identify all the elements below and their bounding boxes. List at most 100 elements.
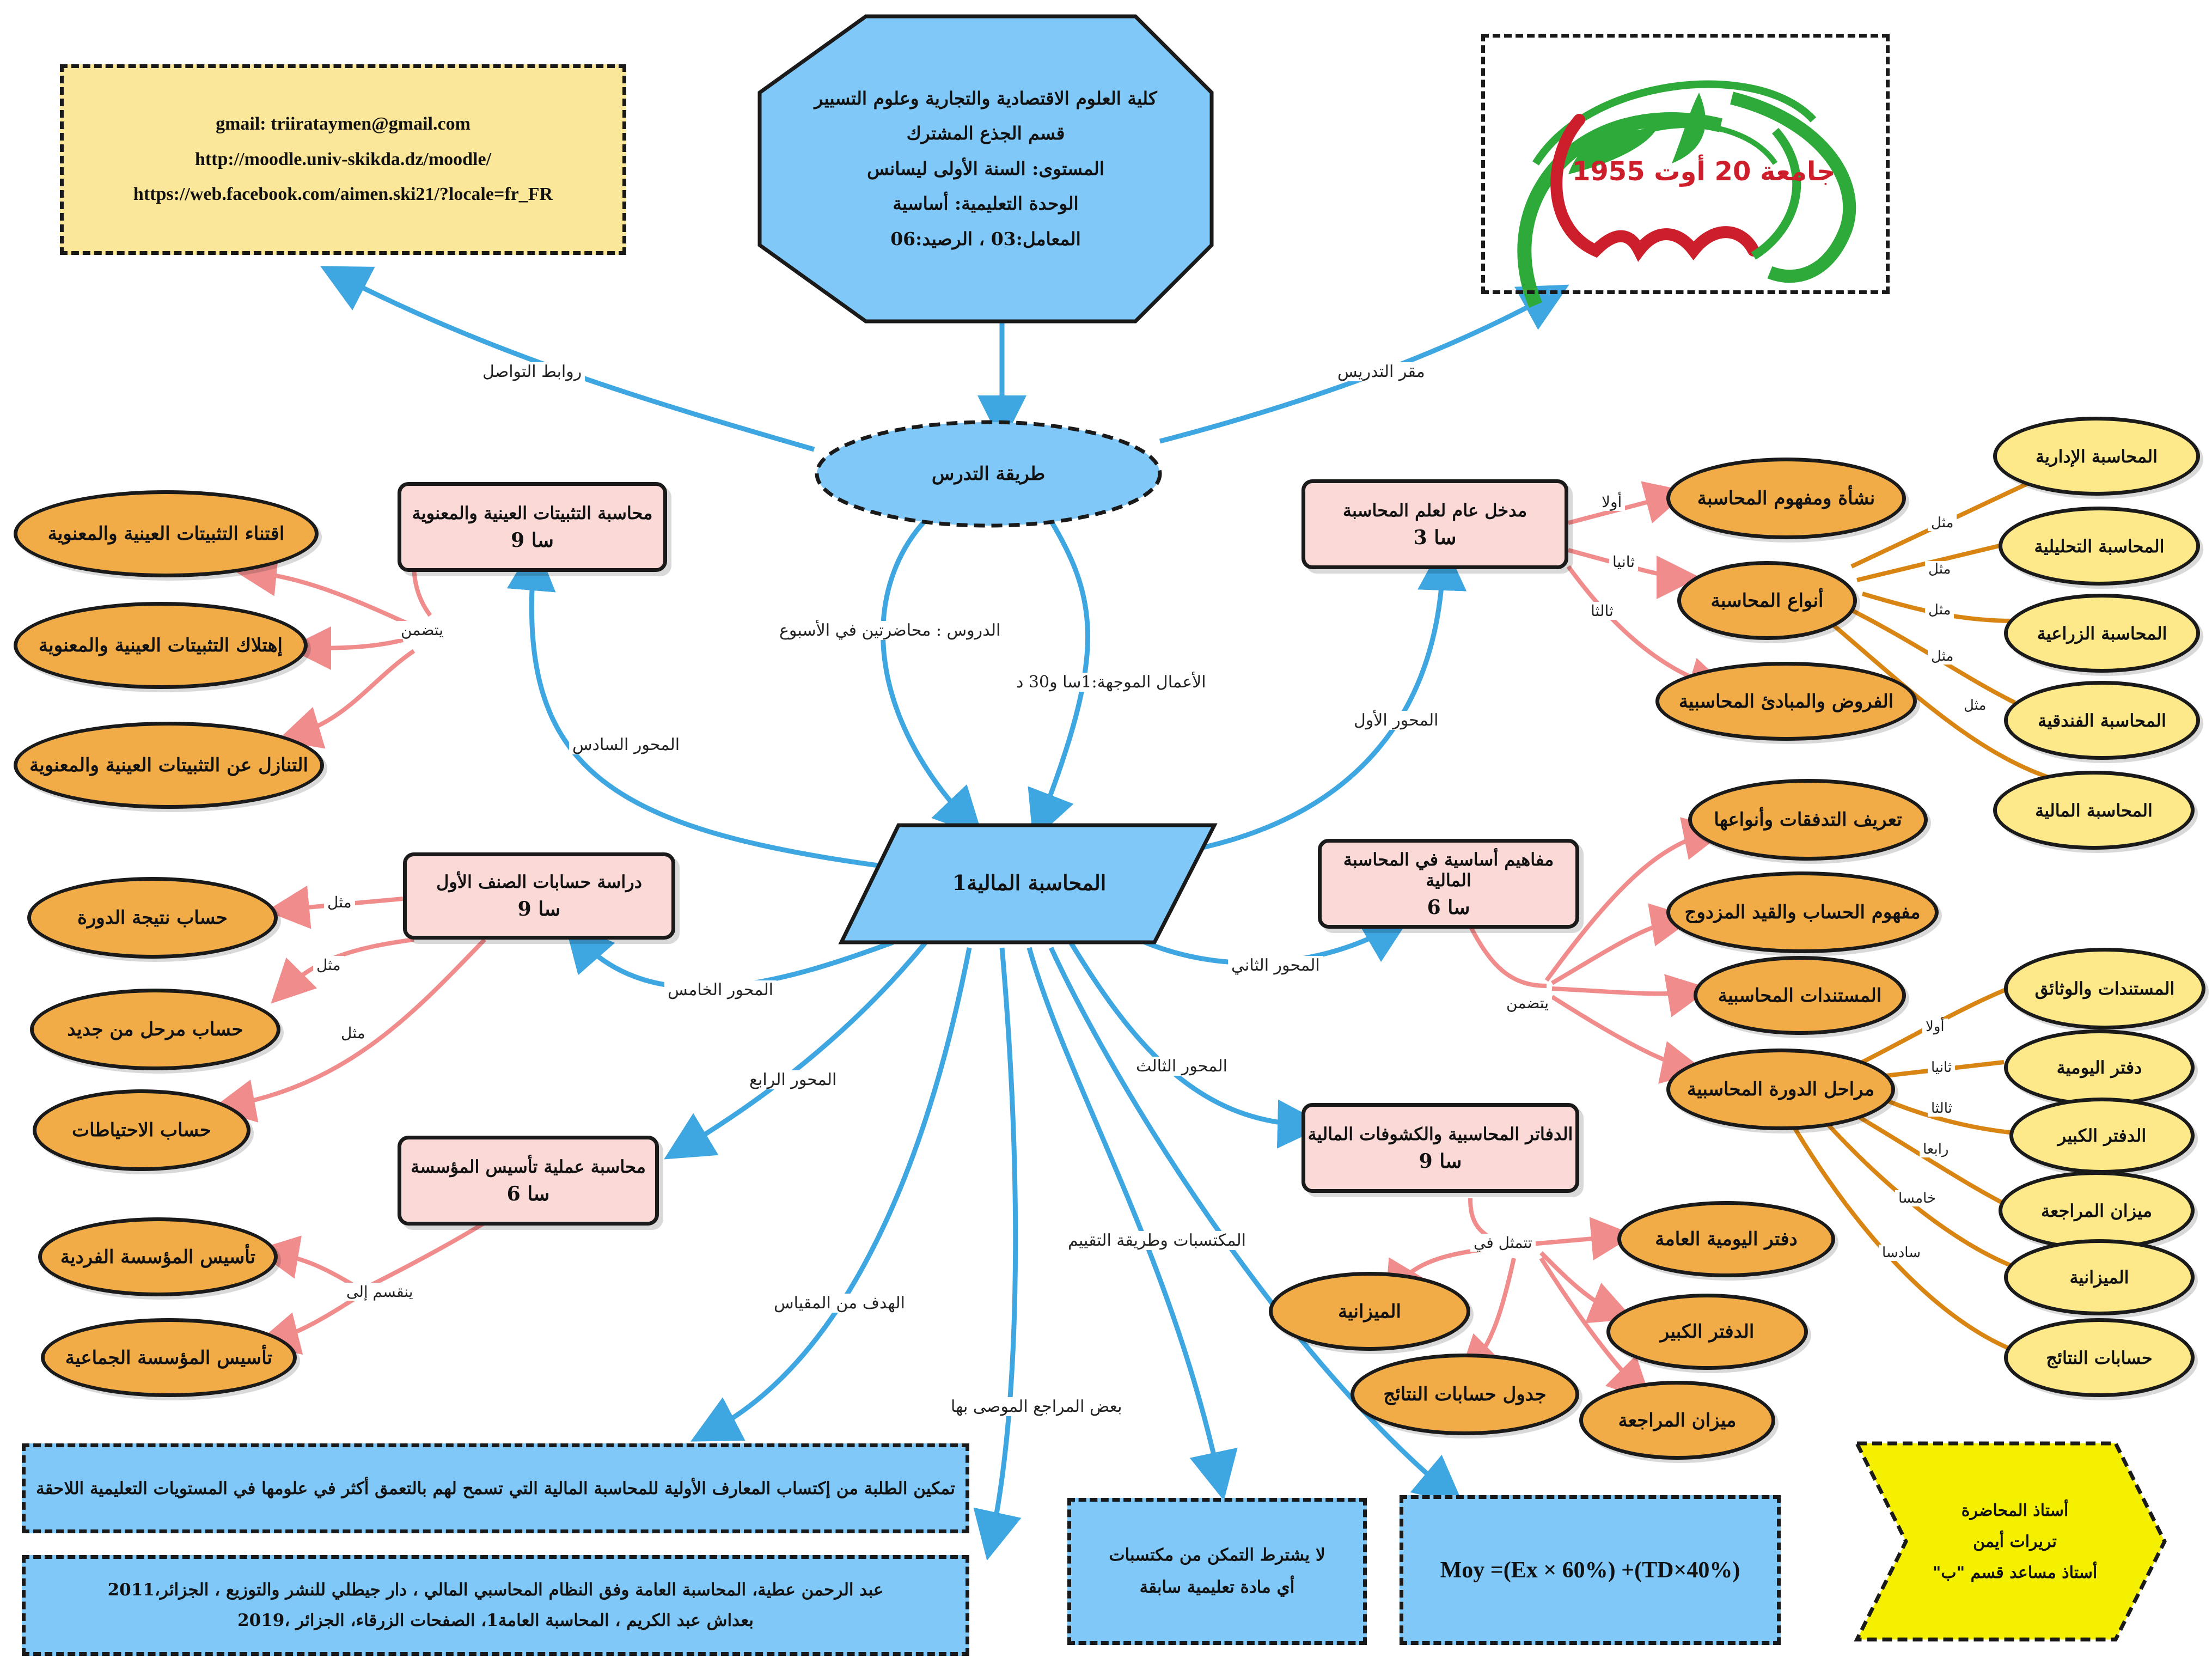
axis4-title: محاسبة عملية تأسيس المؤسسة <box>411 1156 646 1177</box>
label-prereq-eval: المكتسبات وطريقة التقييم <box>1065 1231 1250 1250</box>
evaluation-formula: Moy =(Ex × 60%) +(TD×40%) <box>1440 1557 1740 1583</box>
axis3-item-journal[interactable]: دفتر اليومية العامة <box>1617 1201 1835 1277</box>
label-axis6: المحور السادس <box>569 735 683 754</box>
edge-stage-5 <box>1812 1107 2038 1277</box>
axis3-title: الدفاتر المحاسبية والكشوفات المالية <box>1307 1123 1573 1144</box>
type-finance[interactable]: المحاسبة المالية <box>1993 771 2195 850</box>
axis5-item-carried-label: حساب مرحل من جديد <box>67 1019 243 1040</box>
type-analytic-label: المحاسبة التحليلية <box>2034 535 2165 557</box>
contact-moodle-link[interactable]: http://moodle.univ-skikda.dz/moodle/ <box>194 149 492 169</box>
axis2-item-documents[interactable]: المستندات المحاسبية <box>1694 956 1906 1035</box>
center-node[interactable]: المحاسبة المالية1 <box>871 839 1187 926</box>
axis5-item-result[interactable]: حساب نتيجة الدورة <box>27 877 278 959</box>
contact-gmail[interactable]: gmail: triirataymen@gmail.com <box>216 114 470 135</box>
axis1-node[interactable]: مدخل عام لعلم المحاسبة سا 3 <box>1301 479 1568 569</box>
label-axis4: المحور الرابع <box>746 1070 840 1089</box>
axis6-item-depreciate[interactable]: إهتلاك التثبيتات العينية والمعنوية <box>14 602 308 689</box>
axis5-title: دراسة حسابات الصنف الأول <box>436 871 642 892</box>
type-admin[interactable]: المحاسبة الإدارية <box>1993 417 2200 496</box>
axis3-node[interactable]: الدفاتر المحاسبية والكشوفات المالية سا 9 <box>1301 1103 1579 1193</box>
axis3-item-trial[interactable]: ميزان المراجعة <box>1579 1381 1775 1460</box>
axis3-item-income[interactable]: جدول حسابات النتائج <box>1351 1354 1579 1435</box>
label-venue: مقر التدريس <box>1334 362 1428 381</box>
professor-rank: أستاذ مساعد قسم "ب" <box>1932 1563 2098 1582</box>
axis5-item-carried[interactable]: حساب مرحل من جديد <box>30 989 280 1070</box>
axis1-item-principles-label: الفروض والمبادئ المحاسبية <box>1678 690 1894 712</box>
type-ex-3: مثل <box>1925 602 1954 618</box>
type-finance-label: المحاسبة المالية <box>2035 800 2153 821</box>
axis5-item-reserves[interactable]: حساب الاحتياطات <box>33 1089 250 1171</box>
axis6-node[interactable]: محاسبة التثبيتات العينية والمعنوية سا 9 <box>398 482 667 572</box>
axis5-hours: سا 9 <box>517 898 561 921</box>
axis3-represented: تتمثل في <box>1470 1234 1536 1252</box>
axis1-item-origin[interactable]: نشأة ومفهوم المحاسبة <box>1666 458 1906 539</box>
axis2-node[interactable]: مفاهيم أساسية في المحاسبة المالية سا 6 <box>1318 839 1579 929</box>
professor-shape <box>1854 1441 2167 1642</box>
axis4-item-individual[interactable]: تأسيس المؤسسة الفردية <box>38 1217 278 1296</box>
stage-journal[interactable]: دفتر اليومية <box>2004 1029 2195 1106</box>
stage-ord-3: ثالثا <box>1928 1100 1956 1117</box>
edge-axis2-item2 <box>1550 903 1695 985</box>
axis6-item-dispose[interactable]: التنازل عن التثبيتات العينية والمعنوية <box>14 722 324 809</box>
type-agri-label: المحاسبة الزراعية <box>2037 623 2167 644</box>
axis6-item-acquire[interactable]: اقتناء التثبيتات العينية والمعنوية <box>14 490 319 577</box>
stage-balance-sheet-label: الميزانية <box>2069 1267 2129 1288</box>
axis5-node[interactable]: دراسة حسابات الصنف الأول سا 9 <box>403 852 675 940</box>
stage-trial-balance[interactable]: ميزان المراجعة <box>1999 1171 2195 1250</box>
contact-facebook-link[interactable]: https://web.facebook.com/aimen.ski21/?lo… <box>133 184 553 205</box>
professor-role: أستاذ المحاضرة <box>1961 1501 2069 1520</box>
edge-center-formula <box>1048 947 1464 1505</box>
axis2-item-flows-label: تعريف التدفقات وأنواعها <box>1714 809 1902 831</box>
edge-method-center-td <box>1028 510 1090 841</box>
university-logo <box>1517 80 1856 308</box>
axis2-item-account[interactable]: مفهوم الحساب والقيد المزدوج <box>1666 871 1939 953</box>
axis2-item-cycle[interactable]: مراحل الدورة المحاسبية <box>1666 1049 1895 1130</box>
edge-axis1-item2 <box>1567 548 1700 599</box>
axis5-ex-1: مثل <box>324 893 355 911</box>
type-hotel[interactable]: المحاسبة الفندقية <box>2004 681 2200 760</box>
stage-income[interactable]: حسابات النتائج <box>2004 1318 2195 1397</box>
stage-balance-sheet[interactable]: الميزانية <box>2004 1239 2195 1315</box>
stage-ord-2: ثانيا <box>1928 1059 1956 1076</box>
unit-info: الوحدة التعليمية: أساسية <box>893 193 1079 215</box>
axis2-item-documents-label: المستندات المحاسبية <box>1718 984 1882 1007</box>
level-info: المستوى: السنة الأولى ليسانس <box>867 157 1104 179</box>
edge-stage-6 <box>1784 1112 2016 1353</box>
edge-method-center-lectures <box>881 507 983 837</box>
axis2-item-account-label: مفهوم الحساب والقيد المزدوج <box>1684 901 1921 923</box>
axis6-hours: سا 9 <box>511 528 554 552</box>
method-node[interactable]: طريقة التدرس <box>817 447 1160 501</box>
axis1-item-types[interactable]: أنواع المحاسبة <box>1677 561 1857 640</box>
type-analytic[interactable]: المحاسبة التحليلية <box>1999 507 2200 586</box>
axis3-item-ledger[interactable]: الدفتر الكبير <box>1606 1294 1808 1370</box>
axis3-item-balance-label: الميزانية <box>1338 1300 1401 1322</box>
label-references: بعض المراجع الموصى بها <box>948 1397 1126 1416</box>
label-axis3: المحور الثالث <box>1133 1057 1231 1076</box>
axis4-item-collective[interactable]: تأسيس المؤسسة الجماعية <box>41 1318 297 1397</box>
axis1-ord-second: ثانيا <box>1609 553 1639 571</box>
reference-2: بعداش عبد الكريم ، المحاسبة العامة1، الص… <box>237 1610 754 1630</box>
type-ex-2: مثل <box>1925 561 1954 577</box>
header-octagon <box>757 14 1214 324</box>
edge-axis6-item3 <box>277 649 415 749</box>
edge-axis3-item3 <box>1539 1251 1634 1324</box>
edge-center-axis4 <box>664 941 928 1160</box>
edge-axis2-item3 <box>1551 974 1711 1017</box>
axis3-item-balance[interactable]: الميزانية <box>1269 1272 1470 1351</box>
axis3-item-ledger-label: الدفتر الكبير <box>1660 1321 1755 1343</box>
label-lectures: الدروس : محاضرتين في الأسبوع <box>776 621 1004 640</box>
method-ellipse <box>815 420 1162 528</box>
stage-ledger[interactable]: الدفتر الكبير <box>2009 1098 2195 1174</box>
coefficient-info: المعامل:03 ، الرصيد:06 <box>890 228 1081 249</box>
objective-text: تمكين الطلبة من إكتساب المعارف الأولية ل… <box>36 1478 955 1498</box>
type-agri[interactable]: المحاسبة الزراعية <box>2004 594 2200 673</box>
axis2-item-flows[interactable]: تعريف التدفقات وأنواعها <box>1688 779 1928 861</box>
stage-documents[interactable]: المستندات والوثائق <box>2004 948 2205 1029</box>
blue-connectors <box>320 266 1569 1561</box>
professor-name: تريرات أيمن <box>1973 1532 2057 1551</box>
axis1-item-principles[interactable]: الفروض والمبادئ المحاسبية <box>1655 662 1917 741</box>
axis4-node[interactable]: محاسبة عملية تأسيس المؤسسة سا 6 <box>398 1136 659 1226</box>
edge-axis5-item3 <box>211 938 486 1123</box>
axis5-item-result-label: حساب نتيجة الدورة <box>77 907 228 929</box>
